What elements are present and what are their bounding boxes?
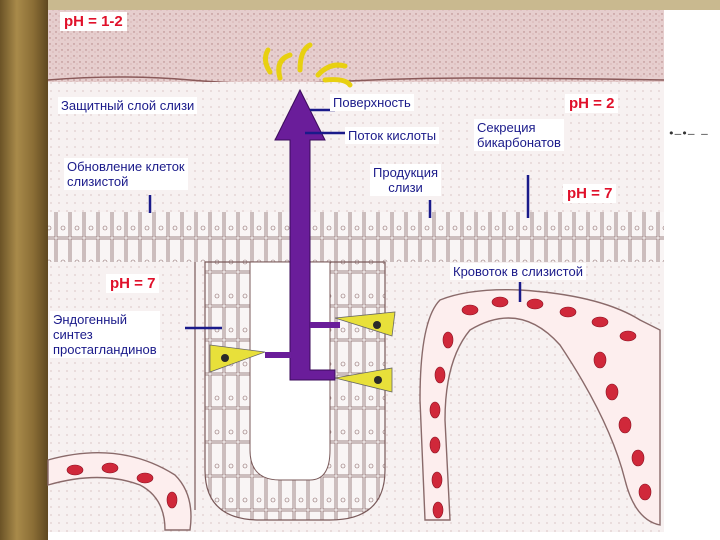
- acid-flow-label: Поток кислоты: [345, 127, 440, 144]
- top-border: [48, 0, 720, 10]
- acid-flow-arrow: [274, 88, 336, 381]
- parietal-nucleus-2: [373, 321, 381, 329]
- bicarbonate-secretion-label: Секреция бикарбонатов: [474, 119, 564, 151]
- cell-renewal-label: Обновление клеток слизистой: [64, 158, 188, 190]
- ph-top-label: pH = 1-2: [60, 12, 127, 31]
- ph-7-right-label: pH = 7: [563, 184, 617, 203]
- mucosal-blood-flow-label: Кровоток в слизистой: [450, 263, 586, 280]
- acid-release: [262, 42, 353, 88]
- red-blood-cells: [66, 296, 652, 519]
- prostaglandins-label: Эндогенный синтез простагландинов: [50, 311, 160, 358]
- parietal-cell-2: [334, 311, 396, 337]
- nav-mark: •–•– –: [668, 127, 708, 140]
- capillary-loop-left: [47, 452, 192, 531]
- mucus-layer: [48, 10, 664, 88]
- parchment-border: [0, 0, 48, 540]
- mucus-production-label: Продукция слизи: [370, 164, 442, 196]
- parietal-cell-3: [334, 367, 393, 393]
- protective-layer-label: Защитный слой слизи: [58, 97, 198, 114]
- parietal-nucleus-1: [221, 354, 229, 362]
- parietal-cell-1: [209, 344, 266, 373]
- surface-label: Поверхность: [330, 94, 414, 111]
- parietal-nucleus-3: [374, 376, 382, 384]
- ph-2-label: pH = 2: [565, 94, 619, 113]
- ph-7-left-label: pH = 7: [106, 274, 160, 293]
- capillary-loop-right: [419, 289, 661, 526]
- epithelium-row: [48, 212, 664, 262]
